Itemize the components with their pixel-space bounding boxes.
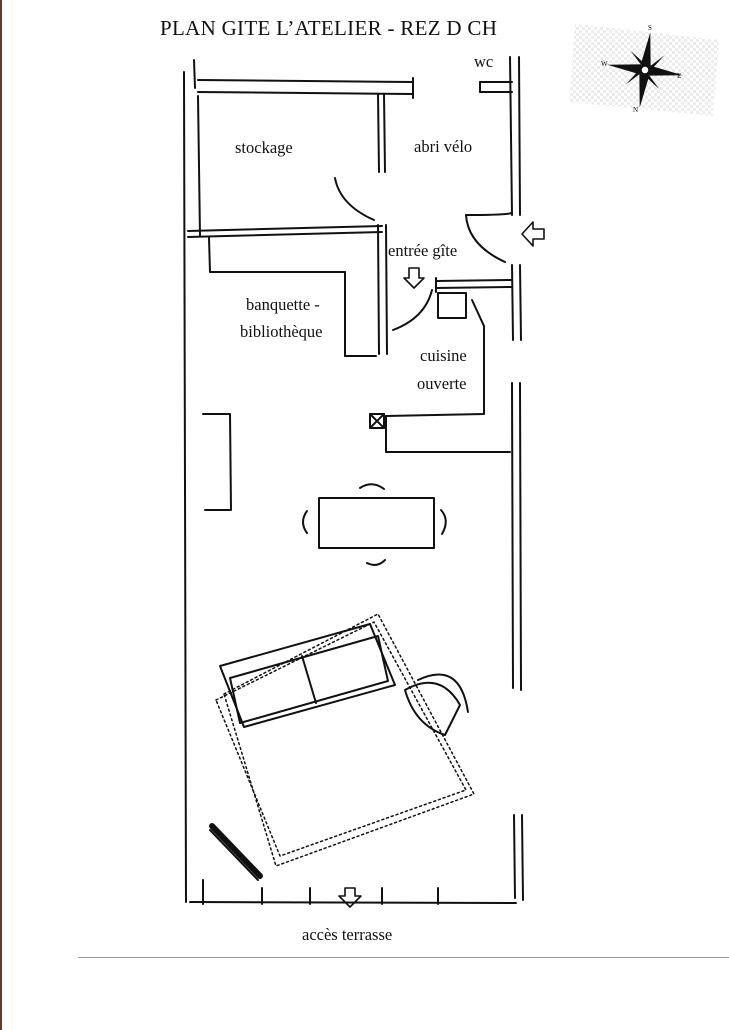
compass-north-label: N (633, 106, 638, 114)
plan-title: PLAN GITE L’ATELIER - REZ D CH (160, 16, 498, 40)
outer-walls (183, 56, 524, 904)
room-label-stockage: stockage (235, 138, 293, 157)
bottom-divider (78, 957, 729, 958)
kitchen (369, 292, 511, 453)
inner-walls (187, 81, 513, 357)
room-label-terrasse: accès terrasse (302, 925, 393, 944)
entry-down-arrow-icon (403, 267, 425, 289)
compass-rose-icon: S N W E (569, 24, 719, 116)
room-label-cuisine-1: cuisine (420, 346, 467, 365)
page-edge (0, 0, 2, 1030)
doors (334, 177, 513, 331)
terrace-openings (202, 879, 439, 905)
room-label-wc: wc (474, 52, 494, 71)
room-label-cuisine-2: ouverte (417, 374, 467, 393)
dining-table (302, 483, 447, 566)
rug (215, 613, 475, 867)
sofa (219, 623, 396, 728)
compass-south-label: S (648, 24, 652, 32)
room-label-banquette-1: banquette - (246, 295, 320, 314)
compass-west-label: W (601, 60, 608, 68)
compass-east-label: E (677, 72, 681, 80)
armchair (404, 673, 469, 736)
room-label-abri-velo: abri vélo (414, 137, 473, 156)
left-shelf (202, 413, 232, 511)
entry-arrow-icon (521, 221, 545, 247)
room-label-banquette-2: bibliothèque (240, 322, 323, 341)
bottom-left-shelf (209, 823, 263, 879)
room-label-entree: entrée gîte (388, 241, 458, 260)
terrace-arrow-icon (338, 887, 362, 908)
